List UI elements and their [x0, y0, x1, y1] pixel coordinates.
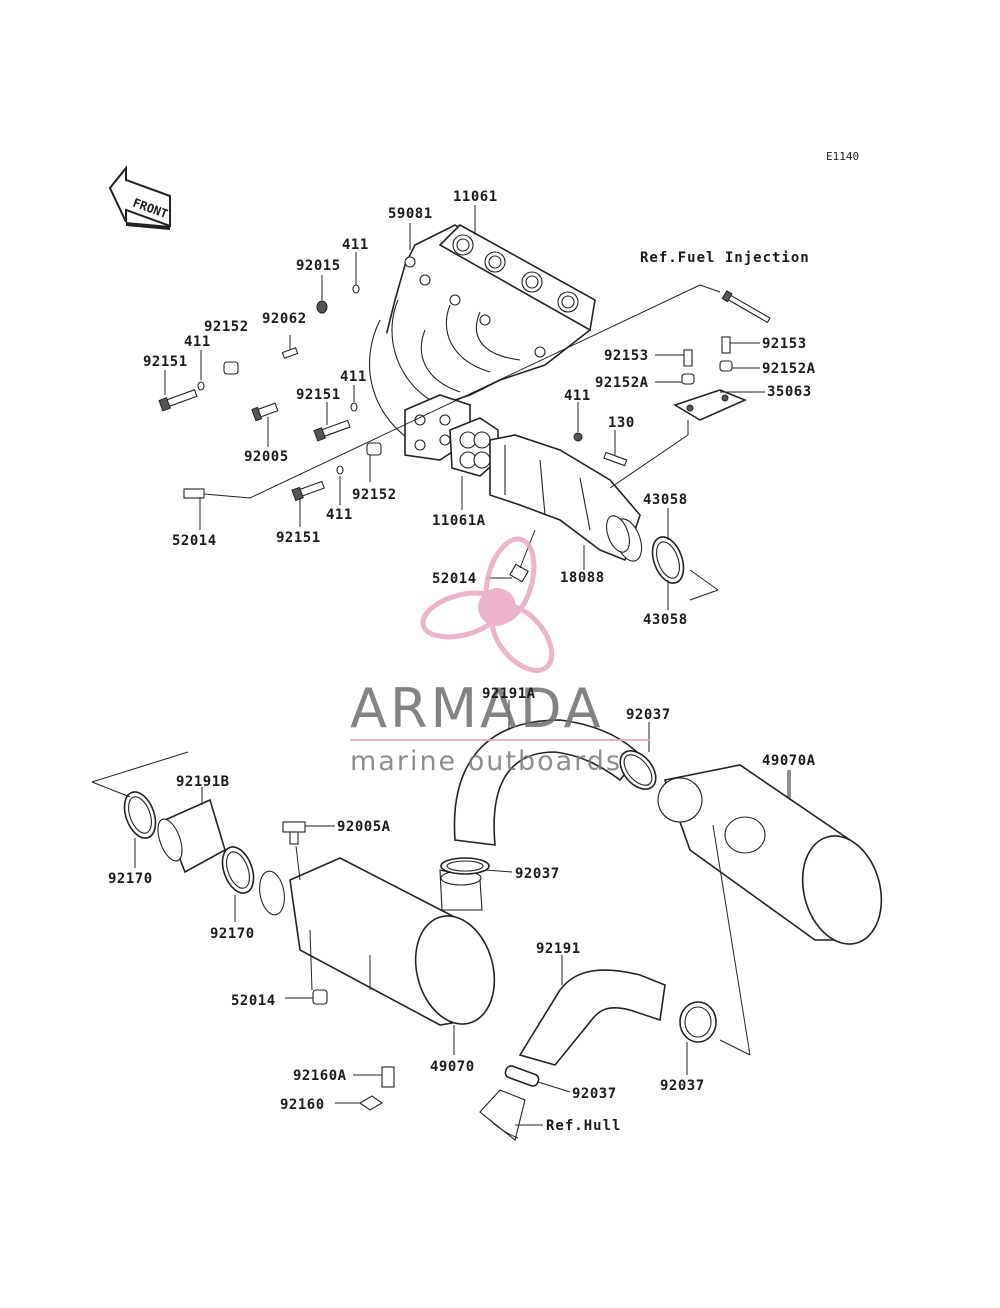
front-arrow-icon: FRONT [108, 165, 171, 230]
part-label-92191B: 92191B [176, 774, 230, 790]
part-label-92170-b: 92170 [210, 926, 255, 942]
label-plate-92160 [358, 1095, 384, 1111]
part-label-92005: 92005 [244, 449, 289, 465]
part-label-35063: 35063 [767, 384, 812, 400]
tee-fitting-92005A [282, 821, 306, 845]
part-label-92062: 92062 [262, 311, 307, 327]
part-label-411-a: 411 [342, 237, 369, 253]
part-label-92160A: 92160A [293, 1068, 347, 1084]
part-label-92191: 92191 [536, 941, 581, 957]
part-label-411-e: 411 [564, 388, 591, 404]
part-label-52014-c: 52014 [231, 993, 276, 1009]
clamp-92037-c [679, 1001, 717, 1043]
part-label-92005A: 92005A [337, 819, 391, 835]
part-label-92152-b: 92152 [352, 487, 397, 503]
part-label-59081: 59081 [388, 206, 433, 222]
clamp-92170-b [221, 846, 255, 894]
armada-watermark: ARMADA marine outboards [350, 536, 650, 777]
part-label-92037-a: 92037 [626, 707, 671, 723]
part-label-92191A: 92191A [482, 686, 536, 702]
bracket-35063 [673, 389, 748, 421]
fasteners-upper [158, 284, 771, 583]
ref-fuel-injection: Ref.Fuel Injection [640, 250, 810, 266]
part-label-49070A: 49070A [762, 753, 816, 769]
outlet-gasket-11061A [449, 417, 499, 477]
leader-lines-upper [164, 205, 765, 610]
part-label-92037-b: 92037 [515, 866, 560, 882]
part-label-411-d: 411 [326, 507, 353, 523]
plug-52014-lower [312, 989, 328, 1005]
label-plate-92160A [381, 1066, 395, 1088]
part-label-11061A: 11061A [432, 513, 486, 529]
part-label-43058-a: 43058 [643, 492, 688, 508]
part-label-43058-b: 43058 [643, 612, 688, 628]
propeller-logo-icon [420, 536, 555, 673]
part-label-18088: 18088 [560, 570, 605, 586]
clamp-92037-b [440, 857, 490, 875]
hose-92191 [518, 969, 666, 1066]
part-label-92152-a: 92152 [204, 319, 249, 335]
part-label-92153-b: 92153 [762, 336, 807, 352]
part-label-92160: 92160 [280, 1097, 325, 1113]
part-label-411-c: 411 [340, 369, 367, 385]
part-label-92152A-a: 92152A [595, 375, 649, 391]
sleeve-92191B [157, 798, 226, 874]
manifold-gasket-11061 [438, 224, 596, 332]
clamp-92037-d [504, 1065, 540, 1087]
part-label-92037-c: 92037 [660, 1078, 705, 1094]
part-label-92151-b: 92151 [296, 387, 341, 403]
muffler-49070A [657, 764, 883, 1056]
clamp-43058 [651, 536, 685, 584]
part-label-92015: 92015 [296, 258, 341, 274]
watermark-brand: ARMADA [350, 677, 604, 740]
part-label-52014-a: 52014 [172, 533, 217, 549]
part-label-130: 130 [608, 415, 635, 431]
diagram-code: E1140 [826, 150, 859, 163]
part-label-52014-b: 52014 [432, 571, 477, 587]
part-label-11061: 11061 [453, 189, 498, 205]
part-label-92153-a: 92153 [604, 348, 649, 364]
part-label-92152A-b: 92152A [762, 361, 816, 377]
part-label-92170-a: 92170 [108, 871, 153, 887]
leader-lines-lower [91, 700, 789, 1126]
watermark-tagline: marine outboards [350, 746, 622, 777]
part-label-92151-c: 92151 [276, 530, 321, 546]
clamp-92170-a [123, 791, 157, 839]
part-label-411-b: 411 [184, 334, 211, 350]
clamp-92037-a [619, 750, 657, 790]
exhaust-pipe-18088 [489, 434, 643, 562]
ref-hull: Ref.Hull [546, 1118, 621, 1134]
part-label-92037-d: 92037 [572, 1086, 617, 1102]
part-label-92151-a: 92151 [143, 354, 188, 370]
part-label-49070: 49070 [430, 1059, 475, 1075]
muffler-49070 [259, 857, 496, 1026]
hull-reference-sketch [479, 1089, 526, 1141]
